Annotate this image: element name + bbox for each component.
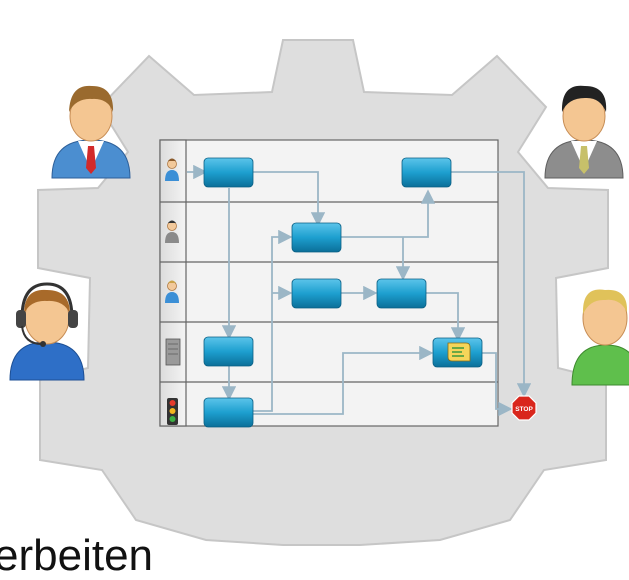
- person-green-shirt-icon: [571, 289, 629, 386]
- task-boxes: [203, 157, 483, 428]
- stop-sign: STOP: [511, 395, 537, 421]
- script-icon: [447, 342, 471, 362]
- task-box: [203, 157, 254, 188]
- server-icon: [165, 338, 181, 366]
- businessman-gray-suit-icon: [544, 85, 624, 179]
- support-headset-person-icon: [9, 282, 85, 381]
- stop-sign-label: STOP: [515, 406, 533, 413]
- person-blue-small-icon: [165, 280, 179, 303]
- task-box: [203, 336, 254, 367]
- caption-text: erbeiten: [0, 531, 154, 580]
- task-box: [401, 157, 452, 188]
- task-box: [291, 222, 342, 253]
- businessman-blue-red-tie-icon: [51, 85, 131, 179]
- connectors: [187, 164, 532, 417]
- task-box: [203, 397, 254, 428]
- person-blue-icon: [165, 158, 179, 181]
- traffic-light-icon: [167, 398, 178, 425]
- person-gray-icon: [165, 220, 179, 243]
- task-box: [291, 278, 342, 309]
- task-box: [376, 278, 427, 309]
